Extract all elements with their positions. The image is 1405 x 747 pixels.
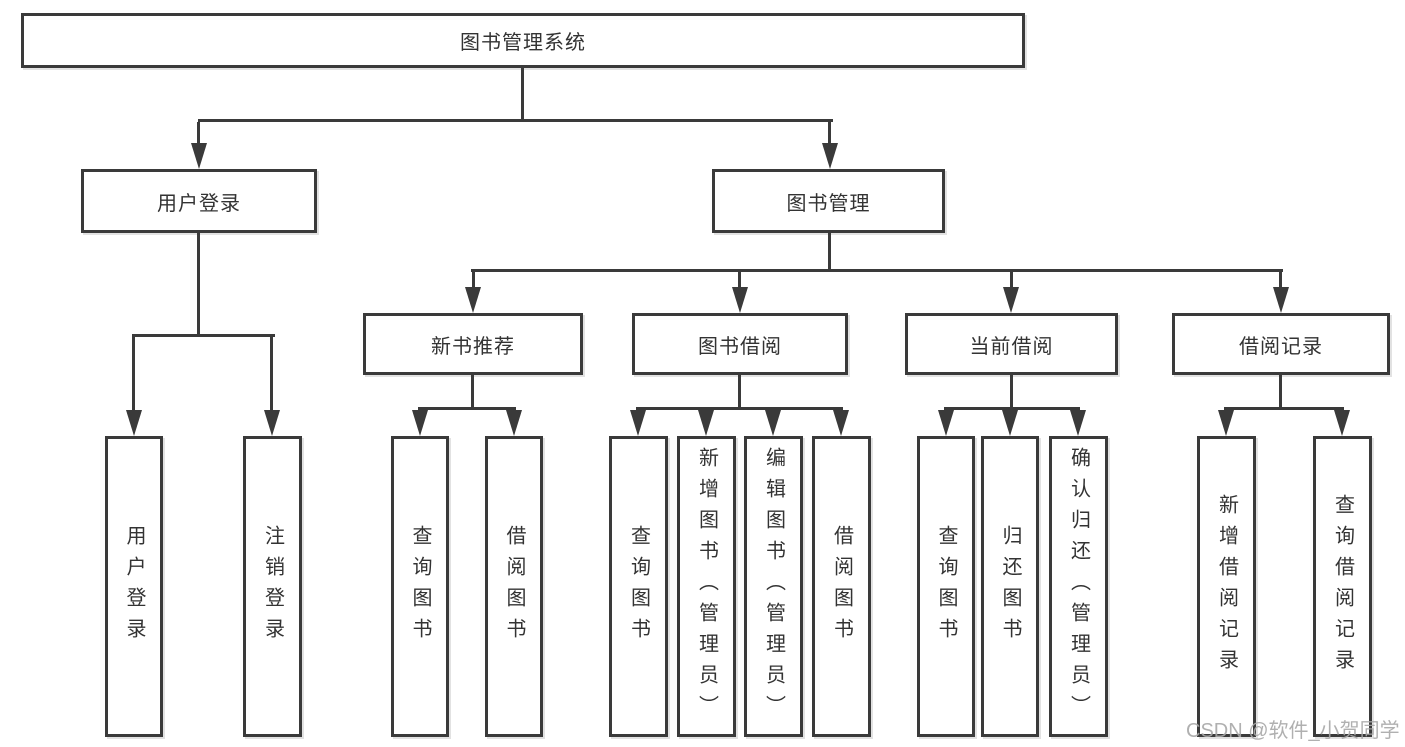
node-leaf-records-add: 新增借阅记录 <box>1197 436 1256 737</box>
connector-level3-drop-4 <box>1279 272 1282 290</box>
connector-records-bar <box>1224 407 1344 410</box>
arrow-down-icon <box>630 410 646 436</box>
node-leaf-newbook-borrow: 借阅图书 <box>485 436 543 737</box>
node-leaf-borrow-edit-label: 编辑图书（管理员） <box>762 447 785 726</box>
node-leaf-borrow-query-label: 查询图书 <box>627 524 650 649</box>
arrow-down-icon <box>465 287 481 313</box>
connector-userlogin-drop-right <box>270 337 273 413</box>
node-leaf-current-return: 归还图书 <box>981 436 1039 737</box>
connector-level3-drop-3 <box>1010 272 1013 290</box>
arrow-down-icon <box>126 410 142 436</box>
node-borrowing-records: 借阅记录 <box>1172 313 1390 375</box>
node-book-management-label: 图书管理 <box>786 192 871 215</box>
arrow-down-icon <box>1273 287 1289 313</box>
connector-userlogin-bar <box>132 334 275 337</box>
arrow-down-icon <box>412 410 428 436</box>
connector-userlogin-drop-left <box>132 337 135 413</box>
node-leaf-current-confirm-label: 确认归还（管理员） <box>1067 447 1090 726</box>
arrow-down-icon <box>822 143 838 169</box>
arrow-down-icon <box>833 410 849 436</box>
node-leaf-current-return-label: 归还图书 <box>999 524 1021 649</box>
arrow-down-icon <box>191 143 207 169</box>
node-leaf-records-query-label: 查询借阅记录 <box>1331 493 1354 680</box>
node-leaf-borrow-add: 新增图书（管理员） <box>677 436 736 737</box>
connector-current-bar <box>944 407 1080 410</box>
arrow-down-icon <box>765 410 781 436</box>
connector-current-stem <box>1010 375 1013 410</box>
node-leaf-newbook-query-label: 查询图书 <box>409 524 431 649</box>
connector-level2-drop-right <box>828 122 831 146</box>
connector-newbook-bar <box>418 407 516 410</box>
node-leaf-records-add-label: 新增借阅记录 <box>1215 493 1238 680</box>
arrow-down-icon <box>698 410 714 436</box>
connector-records-stem <box>1279 375 1282 410</box>
node-root-label: 图书管理系统 <box>460 32 586 54</box>
node-book-borrowing: 图书借阅 <box>632 313 848 375</box>
node-leaf-borrow-query: 查询图书 <box>609 436 668 737</box>
node-leaf-borrow-borrow: 借阅图书 <box>812 436 871 737</box>
node-leaf-user-login-label: 用户登录 <box>123 524 145 649</box>
connector-level3-drop-1 <box>472 272 475 290</box>
node-new-book-recommendation: 新书推荐 <box>363 313 583 375</box>
connector-bookmgmt-stem <box>828 233 831 272</box>
node-leaf-logout-label: 注销登录 <box>261 524 284 649</box>
node-leaf-records-query: 查询借阅记录 <box>1313 436 1372 737</box>
node-leaf-borrow-edit: 编辑图书（管理员） <box>744 436 803 737</box>
node-user-login-label: 用户登录 <box>157 192 241 215</box>
node-leaf-user-login: 用户登录 <box>105 436 163 737</box>
node-leaf-borrow-borrow-label: 借阅图书 <box>830 524 853 649</box>
connector-level3-bar <box>471 269 1283 272</box>
arrow-down-icon <box>506 410 522 436</box>
connector-newbook-stem <box>471 375 474 410</box>
node-current-borrowing-label: 当前借阅 <box>969 335 1054 358</box>
node-leaf-newbook-borrow-label: 借阅图书 <box>503 524 525 649</box>
arrow-down-icon <box>1334 410 1350 436</box>
node-current-borrowing: 当前借阅 <box>905 313 1118 375</box>
connector-level3-drop-2 <box>738 272 741 290</box>
arrow-down-icon <box>1070 410 1086 436</box>
arrow-down-icon <box>732 287 748 313</box>
node-leaf-logout: 注销登录 <box>243 436 302 737</box>
node-book-management: 图书管理 <box>712 169 945 233</box>
arrow-down-icon <box>1003 287 1019 313</box>
node-leaf-newbook-query: 查询图书 <box>391 436 449 737</box>
node-book-borrowing-label: 图书借阅 <box>698 335 782 358</box>
csdn-watermark: CSDN @软件_小贺同学 <box>1186 720 1400 742</box>
node-leaf-current-query: 查询图书 <box>917 436 975 737</box>
connector-borrow-stem <box>738 375 741 410</box>
node-leaf-borrow-add-label: 新增图书（管理员） <box>695 447 718 726</box>
node-user-login: 用户登录 <box>81 169 317 233</box>
connector-level2-bar <box>198 119 833 122</box>
node-leaf-current-confirm: 确认归还（管理员） <box>1049 436 1108 737</box>
arrow-down-icon <box>264 410 280 436</box>
arrow-down-icon <box>938 410 954 436</box>
connector-borrow-bar <box>636 407 843 410</box>
node-new-book-recommendation-label: 新书推荐 <box>431 335 515 358</box>
connector-root-stem <box>521 68 524 122</box>
node-borrowing-records-label: 借阅记录 <box>1239 335 1323 358</box>
arrow-down-icon <box>1218 410 1234 436</box>
arrow-down-icon <box>1002 410 1018 436</box>
connector-userlogin-stem <box>197 233 200 337</box>
node-root: 图书管理系统 <box>21 13 1025 68</box>
node-leaf-current-query-label: 查询图书 <box>935 524 957 649</box>
connector-level2-drop-left <box>197 122 200 146</box>
